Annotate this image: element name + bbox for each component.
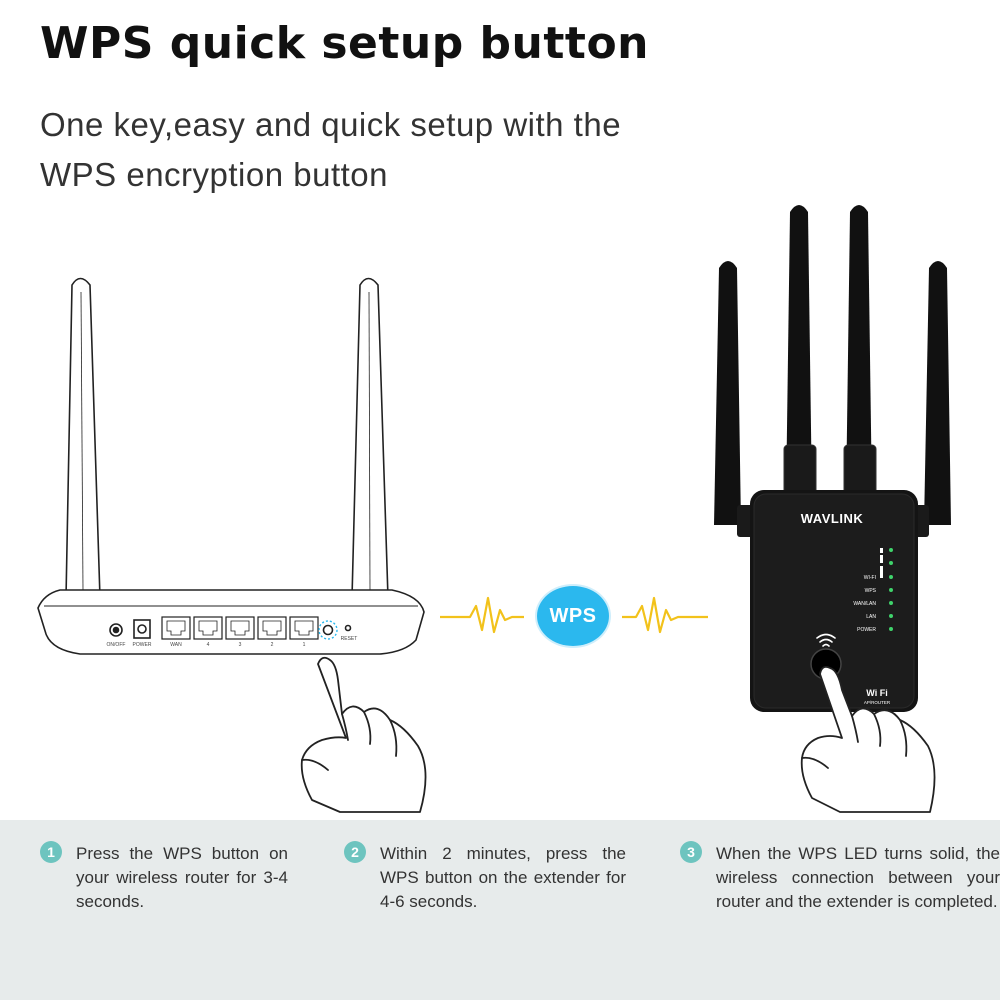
hand-icon-right [800, 665, 936, 813]
router-label-port4: 4 [207, 642, 210, 648]
router-label-power: POWER [133, 642, 152, 648]
router-label-port2: 2 [271, 642, 274, 648]
router-illustration [37, 277, 425, 655]
setup-illustration: ON/OFF POWER WAN 4 3 2 1 RESET [37, 205, 951, 813]
router-label-onoff: ON/OFF [107, 642, 126, 648]
step-2: 2 Within 2 minutes, press the WPS button… [344, 841, 626, 914]
router-label-reset: RESET [341, 636, 358, 642]
led-label-wifi: WI-FI [864, 575, 876, 581]
wifi-logo: Wi Fi [866, 688, 887, 698]
extender-illustration [714, 205, 951, 712]
led-label-power: POWER [857, 627, 876, 633]
step-number-badge: 1 [40, 841, 62, 863]
signal-wave-right [622, 596, 708, 634]
step-text: Within 2 minutes, press the WPS button o… [380, 844, 626, 911]
wifi-icon [816, 633, 836, 647]
led-label-wanlan: WAN/LAN [853, 601, 876, 607]
steps-panel [0, 820, 1000, 1000]
step-number-badge: 3 [680, 841, 702, 863]
mode-label: AP/ROUTER [864, 700, 891, 705]
led-label-wps: WPS [865, 588, 877, 594]
signal-wave-left [440, 596, 524, 634]
wps-badge: WPS [537, 586, 609, 646]
step-3: 3 When the WPS LED turns solid, the wire… [680, 841, 1000, 914]
router-label-wan: WAN [170, 642, 182, 648]
router-label-port1: 1 [303, 642, 306, 648]
page-subtitle: One key,easy and quick setup with the WP… [40, 106, 622, 193]
led-label-lan: LAN [866, 614, 876, 620]
step-number-badge: 2 [344, 841, 366, 863]
router-label-port3: 3 [239, 642, 242, 648]
step-text: When the WPS LED turns solid, the wirele… [716, 844, 1000, 911]
extender-brand-logo: WAVLINK [801, 511, 864, 526]
hand-icon-left [300, 656, 427, 813]
page-title: WPS quick setup button [40, 18, 649, 69]
step-1: 1 Press the WPS button on your wireless … [40, 841, 288, 914]
step-text: Press the WPS button on your wireless ro… [76, 844, 288, 911]
